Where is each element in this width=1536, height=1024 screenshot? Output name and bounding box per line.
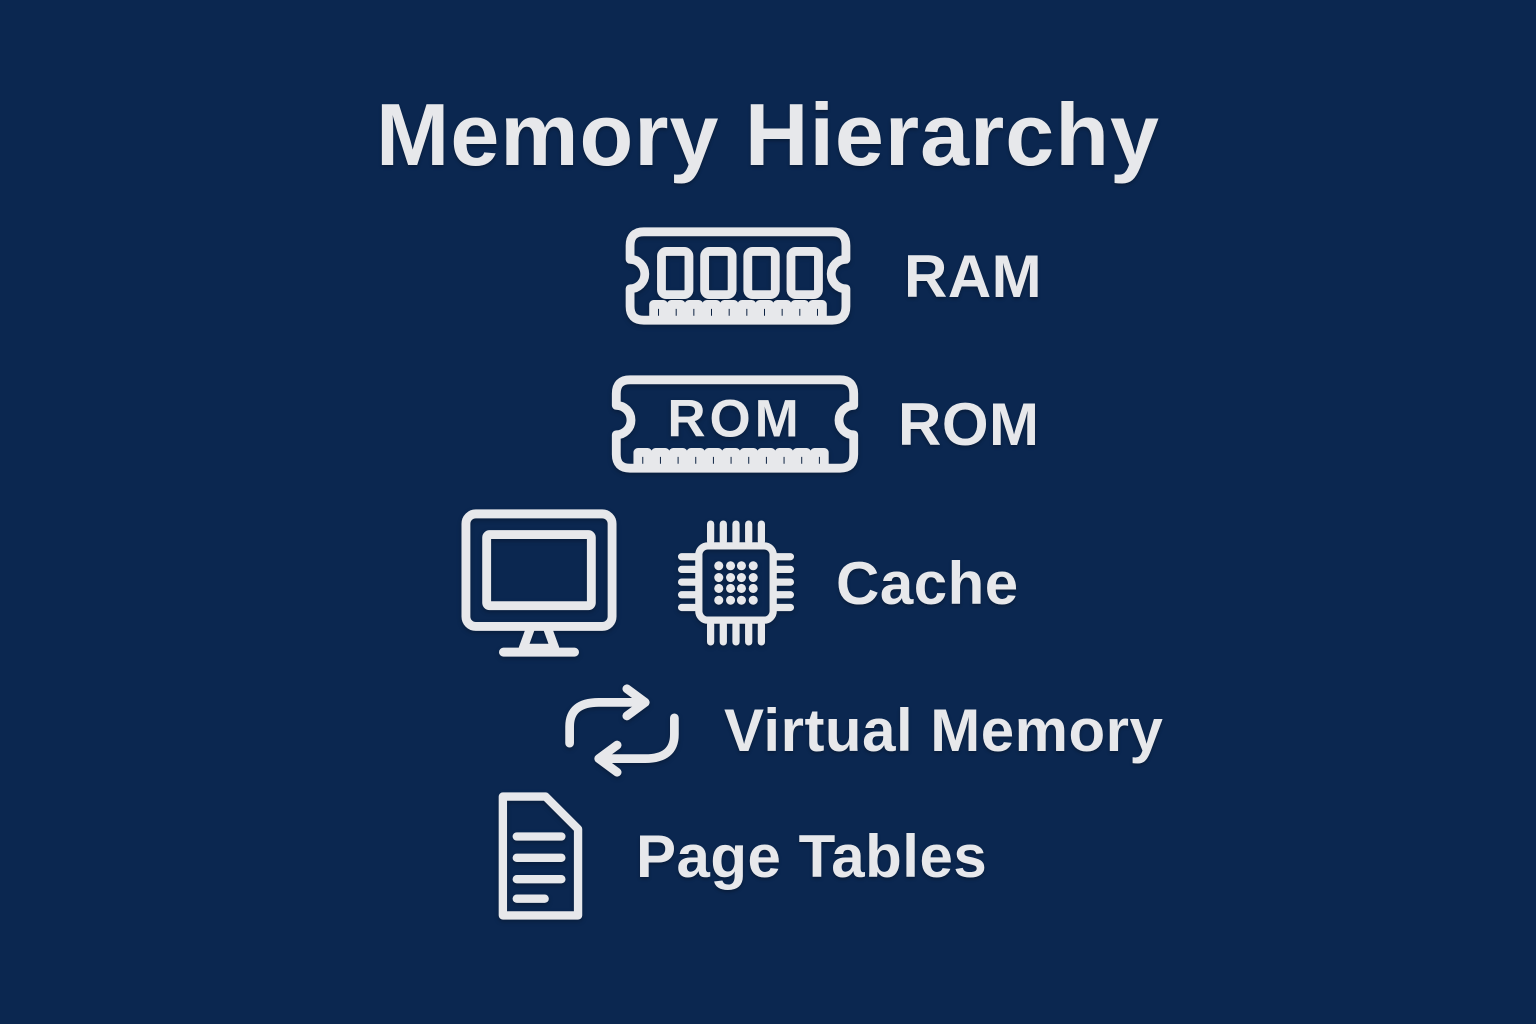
row-virtual-memory: Virtual Memory	[556, 682, 1163, 779]
document-icon	[498, 792, 583, 920]
monitor-icon	[461, 509, 617, 657]
page-title: Memory Hierarchy	[376, 85, 1160, 184]
ram-memory-stick-icon	[625, 227, 851, 325]
label-virtual-memory: Virtual Memory	[724, 697, 1164, 764]
sync-arrows-icon	[565, 684, 679, 777]
cpu-chip-icon	[677, 520, 795, 646]
row-rom: ROM ROM	[606, 372, 1039, 476]
row-page-tables: Page Tables	[488, 786, 987, 926]
row-ram: RAM	[620, 224, 1042, 328]
rom-memory-stick-icon: ROM	[611, 375, 859, 473]
label-rom: ROM	[898, 390, 1040, 458]
label-cache: Cache	[836, 549, 1019, 617]
label-page-tables: Page Tables	[636, 822, 988, 890]
row-cache: Cache	[456, 504, 1019, 662]
rom-icon-text: ROM	[667, 390, 802, 449]
label-ram: RAM	[904, 242, 1043, 310]
